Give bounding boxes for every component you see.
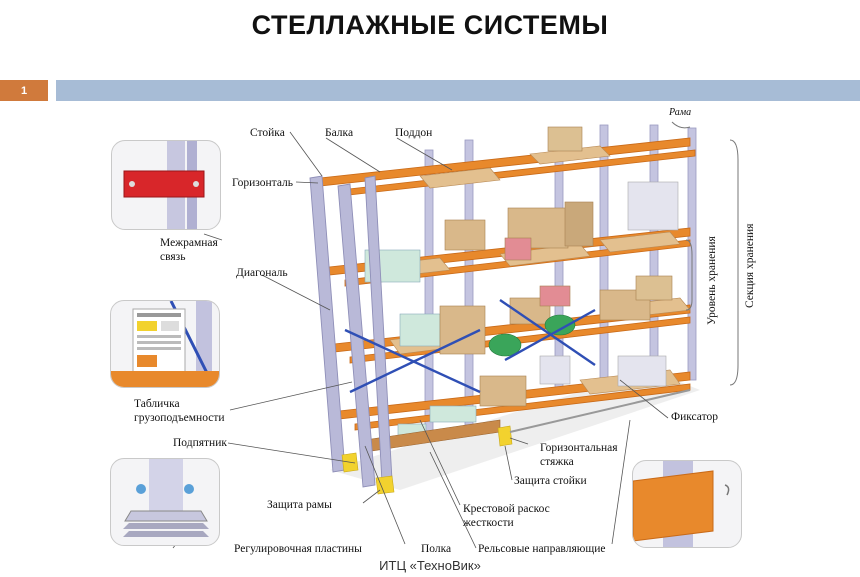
label-capacity-plate: Табличка грузоподъемности bbox=[134, 397, 244, 425]
label-horizontal-tie-line1: Горизонтальная bbox=[540, 442, 618, 454]
label-fixator: Фиксатор bbox=[671, 411, 718, 423]
label-adjusting-plates: Регулировочная пластины bbox=[234, 543, 362, 555]
label-capacity-plate-line1: Табличка bbox=[134, 398, 180, 410]
label-storage-level: Уровень хранения bbox=[706, 236, 718, 325]
section-bracket bbox=[729, 139, 739, 386]
footer-company: ИТЦ «ТехноВик» bbox=[379, 558, 481, 573]
label-storage-section: Секция хранения bbox=[744, 223, 756, 308]
label-rail-guides: Рельсовые направляющие bbox=[478, 543, 606, 555]
page-title: СТЕЛЛАЖНЫЕ СИСТЕМЫ bbox=[251, 10, 609, 40]
header-bar bbox=[56, 80, 860, 101]
label-base-plate: Подпятник bbox=[173, 437, 227, 449]
inset-capacity-plate bbox=[110, 300, 220, 388]
label-interframe-link: Межрамная связь bbox=[160, 236, 240, 264]
label-frame: Рама bbox=[669, 107, 692, 118]
label-horizontal-tie: Горизонтальная стяжка bbox=[540, 441, 630, 469]
diagonal-braces bbox=[344, 299, 596, 394]
label-interframe-link-line2: связь bbox=[160, 251, 186, 263]
label-shelf: Полка bbox=[421, 543, 452, 555]
label-interframe-link-line1: Межрамная bbox=[160, 237, 218, 249]
label-cross-brace-line1: Крестовой раскос bbox=[463, 503, 550, 515]
label-cross-brace: Крестовой раскос жесткости bbox=[463, 502, 573, 530]
inset-base-plate bbox=[110, 458, 220, 546]
page-number-badge: 1 bbox=[0, 80, 48, 101]
label-pallet: Поддон bbox=[395, 127, 433, 139]
barrels bbox=[488, 314, 576, 357]
frame-pointer bbox=[671, 121, 691, 129]
label-horizontal-tie-line2: стяжка bbox=[540, 456, 574, 468]
level-bracket bbox=[685, 239, 693, 311]
label-horizontal: Горизонталь bbox=[232, 177, 294, 189]
label-upright-protection: Защита стойки bbox=[514, 475, 587, 487]
label-upright: Стойка bbox=[250, 127, 285, 139]
inset-interframe-link bbox=[111, 140, 221, 230]
inset-fixator bbox=[632, 460, 742, 548]
rail-guides bbox=[509, 389, 691, 433]
label-frame-protection: Защита рамы bbox=[267, 499, 332, 511]
label-beam: Балка bbox=[325, 127, 354, 139]
label-capacity-plate-line2: грузоподъемности bbox=[134, 412, 225, 424]
label-cross-brace-line2: жесткости bbox=[463, 517, 514, 529]
label-diagonal: Диагональ bbox=[236, 267, 288, 279]
